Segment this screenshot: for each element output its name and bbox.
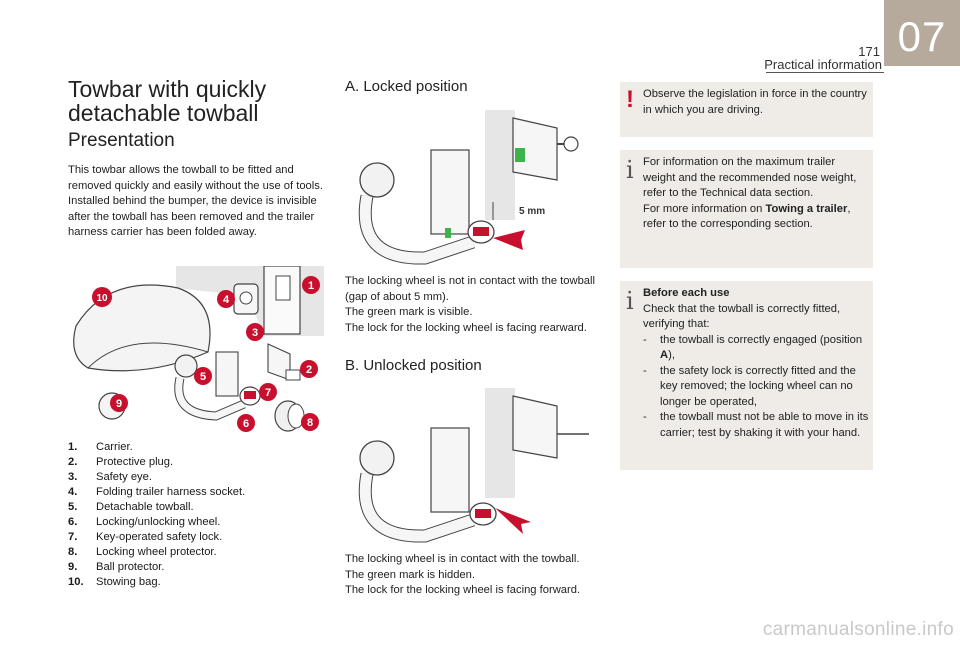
callout-10: 10 [92, 287, 112, 307]
callout-5: 5 [194, 367, 212, 385]
legend-item: 3.Safety eye. [68, 471, 152, 483]
unlocked-position-description: The locking wheel is in contact with the… [345, 553, 581, 596]
svg-text:2: 2 [306, 364, 312, 376]
towbar-components-illustration: 1 2 3 4 5 6 7 8 9 10 [73, 266, 324, 432]
towing-a-trailer-reference: Towing a trailer [765, 202, 848, 215]
svg-text:6: 6 [243, 418, 249, 430]
protective-plug [267, 343, 301, 381]
key [557, 136, 579, 152]
info-icon: i [626, 156, 634, 184]
page-number: 171 [858, 44, 880, 59]
legend-item: 1.Carrier. [68, 441, 133, 453]
arrow-icon [493, 230, 525, 250]
locking-wheel [467, 220, 495, 244]
carrier [512, 117, 558, 181]
chapter-tab: 07 [884, 0, 960, 66]
info-text: For information on the maximum trailer w… [643, 156, 857, 230]
locking-wheel [469, 502, 497, 526]
legend-item: 10.Stowing bag. [68, 576, 161, 588]
detachable-towball [358, 149, 476, 265]
legend-item: 9.Ball protector. [68, 561, 165, 573]
callout-8: 8 [301, 413, 319, 431]
checklist-item: -the safety lock is correctly fitted and… [643, 364, 856, 408]
svg-text:4: 4 [223, 294, 230, 306]
checklist-text: Before each use Check that the towball i… [643, 286, 869, 441]
section-title: Practical information [764, 57, 882, 72]
locked-position-heading: A. Locked position [345, 78, 468, 95]
callout-4: 4 [217, 290, 235, 308]
legend-item: 2.Protective plug. [68, 456, 174, 468]
svg-text:10: 10 [96, 293, 108, 304]
arrow-icon [495, 508, 531, 534]
detachable-towball [174, 351, 246, 421]
svg-text:3: 3 [252, 327, 258, 339]
svg-text:1: 1 [308, 280, 314, 292]
svg-text:8: 8 [307, 417, 313, 429]
green-mark [515, 148, 525, 162]
component-legend: 1.Carrier. 2.Protective plug. 3.Safety e… [68, 440, 308, 590]
page-title: Towbar with quickly detachable towball [68, 76, 267, 126]
intro-paragraph: This towbar allows the towball to be fit… [68, 164, 323, 238]
locking-wheel [239, 386, 261, 406]
callout-7: 7 [259, 383, 277, 401]
svg-text:5: 5 [200, 371, 206, 383]
detachable-towball [358, 427, 476, 543]
svg-text:7: 7 [265, 387, 271, 399]
gap-label: 5 mm [519, 206, 545, 217]
svg-text:9: 9 [116, 398, 122, 410]
callout-6: 6 [237, 414, 255, 432]
callout-3: 3 [246, 323, 264, 341]
legend-item: 6.Locking/unlocking wheel. [68, 516, 221, 528]
trailer-harness-socket [233, 283, 259, 315]
checklist-heading: Before each use [643, 287, 730, 299]
trailer-weight-info-note: i For information on the maximum trailer… [620, 150, 873, 268]
watermark: carmanualsonline.info [762, 619, 954, 640]
unlocked-position-illustration [358, 388, 589, 543]
warning-text: Observe the legislation in force in the … [643, 88, 867, 116]
carrier [263, 266, 301, 335]
bumper-shape [485, 388, 515, 498]
legislation-warning-note: ! Observe the legislation in force in th… [620, 82, 873, 137]
checklist-item: -the towball must not be able to move in… [643, 411, 869, 439]
callout-9: 9 [110, 394, 128, 412]
locked-position-description: The locking wheel is not in contact with… [345, 275, 595, 334]
info-icon: i [626, 287, 634, 315]
unlocked-position-heading: B. Unlocked position [345, 357, 482, 374]
locking-wheel-protector [274, 400, 305, 432]
bumper-shape [485, 110, 515, 220]
checklist-item: -the towball is correctly engaged (posit… [643, 333, 863, 362]
exclamation-icon: ! [626, 86, 634, 113]
checklist: -the towball is correctly engaged (posit… [643, 333, 869, 442]
legend-item: 7.Key-operated safety lock. [68, 531, 223, 543]
presentation-heading: Presentation [68, 130, 175, 151]
before-each-use-note: i Before each use Check that the towball… [620, 281, 873, 470]
header-rule [766, 72, 884, 73]
carrier [512, 395, 558, 459]
legend-item: 4.Folding trailer harness socket. [68, 486, 246, 498]
callout-2: 2 [300, 360, 318, 378]
legend-item: 5.Detachable towball. [68, 501, 194, 513]
stowing-bag [73, 284, 211, 372]
locked-position-illustration: 5 mm [358, 110, 579, 265]
callout-1: 1 [302, 276, 320, 294]
legend-item: 8.Locking wheel protector. [68, 546, 217, 558]
